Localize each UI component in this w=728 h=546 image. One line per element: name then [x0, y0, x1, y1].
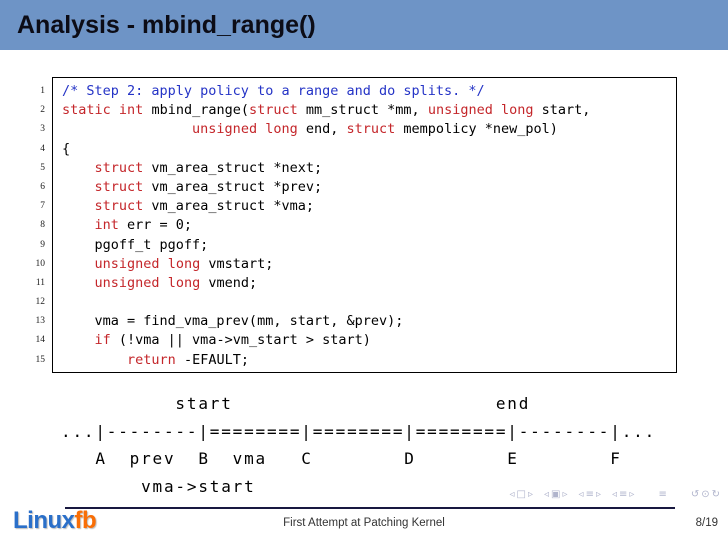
code-text [45, 293, 62, 312]
line-number: 9 [40, 239, 45, 250]
code-text: unsigned long vmstart; [94, 255, 274, 272]
code-line: 5 struct vm_area_struct *next; [30, 159, 690, 178]
nav-slide-icon[interactable]: □ [516, 488, 526, 500]
nav-search-icon[interactable]: ⊙ [701, 488, 710, 500]
code-line: 14 if (!vma || vma->vm_start > start) [30, 331, 690, 350]
line-number: 6 [40, 181, 45, 192]
nav-presentation-icon[interactable]: ≡ [658, 488, 667, 500]
line-number: 10 [35, 258, 46, 269]
slide-title: Analysis - mbind_range() [17, 10, 316, 39]
footer-presentation-title: First Attempt at Patching Kernel [283, 517, 445, 529]
nav-prev-slide-icon[interactable]: ◃ [509, 488, 515, 500]
code-text: return -EFAULT; [127, 351, 249, 368]
code-text: pgoff_t pgoff; [62, 236, 209, 253]
vma-range-ascii-diagram: start end ...|--------|========|========… [61, 394, 657, 496]
code-text: vma = find_vma_prev(mm, start, &prev); [62, 313, 404, 330]
code-text: struct vm_area_struct *vma; [94, 198, 314, 215]
code-line: 7 struct vm_area_struct *vma; [30, 197, 690, 216]
code-listing: 1 /* Step 2: apply policy to a range and … [30, 77, 690, 373]
nav-next-subsection-icon[interactable]: ▹ [595, 488, 601, 500]
nav-section-icon[interactable]: ≡ [619, 488, 628, 500]
logo-text-secondary: fb [74, 507, 97, 534]
logo-text-primary: Linux [13, 507, 75, 534]
code-line: 9 pgoff_t pgoff; [30, 236, 690, 255]
code-text: { [62, 140, 71, 157]
code-rows: 1 /* Step 2: apply policy to a range and … [30, 77, 690, 370]
nav-prev-frame-icon[interactable]: ◃ [544, 488, 550, 500]
nav-next-section-icon[interactable]: ▹ [629, 488, 635, 500]
code-line: 10 unsigned long vmstart; [30, 255, 690, 274]
code-line: 15 return -EFAULT; [30, 351, 690, 370]
code-text: struct vm_area_struct *prev; [94, 178, 323, 195]
code-line: 1 /* Step 2: apply policy to a range and … [30, 82, 690, 101]
page-number: 8/19 [695, 517, 718, 529]
nav-next-slide-icon[interactable]: ▹ [527, 488, 534, 500]
line-number: 7 [40, 201, 45, 212]
nav-back-icon[interactable]: ↺ [690, 488, 700, 500]
code-text: /* Step 2: apply policy to a range and d… [62, 83, 485, 99]
linuxfb-logo: Linuxfb [13, 507, 97, 535]
nav-prev-section-icon[interactable]: ◃ [611, 488, 618, 500]
code-line: 11 unsigned long vmend; [30, 274, 690, 293]
footer-rule [65, 507, 675, 509]
nav-subsection-icon[interactable]: ≡ [585, 488, 594, 500]
code-line: 13 vma = find_vma_prev(mm, start, &prev)… [30, 312, 690, 331]
code-line: 2 static int mbind_range(struct mm_struct… [30, 101, 690, 120]
line-number: 3 [40, 124, 45, 135]
code-text: unsigned long end, struct mempolicy *new… [192, 121, 558, 138]
code-box-border [52, 77, 677, 373]
nav-frame-icon[interactable]: ▣ [551, 488, 561, 500]
line-number: 1 [40, 86, 45, 96]
nav-next-frame-icon[interactable]: ▹ [562, 488, 568, 500]
code-line: 3 unsigned long end, struct mempolicy *n… [30, 120, 690, 139]
line-number: 8 [40, 220, 45, 231]
nav-forward-icon[interactable]: ↻ [711, 488, 720, 500]
code-line: 6 struct vm_area_struct *prev; [30, 178, 690, 197]
code-text: static int mbind_range(struct mm_struct … [62, 102, 591, 119]
code-line: 8 int err = 0; [30, 216, 690, 235]
line-number: 2 [40, 105, 45, 116]
code-line: 12 [30, 293, 690, 312]
line-number: 14 [35, 335, 46, 346]
code-line: 4{ [30, 140, 690, 159]
line-number: 4 [40, 143, 45, 154]
code-text: if (!vma || vma->vm_start > start) [94, 332, 371, 349]
line-number: 5 [40, 162, 45, 173]
code-text: struct vm_area_struct *next; [94, 159, 323, 176]
line-number: 11 [35, 277, 45, 288]
nav-prev-subsection-icon[interactable]: ◃ [578, 488, 584, 500]
beamer-navigation-bar: ◃□▹◃▣▹◃≡▹◃≡▹≡↺⊙↻ [508, 487, 721, 501]
line-number: 13 [35, 316, 46, 327]
line-number: 15 [35, 354, 46, 365]
code-text: unsigned long vmend; [94, 274, 258, 291]
line-number: 12 [35, 297, 46, 308]
code-text: int err = 0; [94, 217, 193, 234]
frame-title-bar: Analysis - mbind_range() [0, 0, 728, 50]
